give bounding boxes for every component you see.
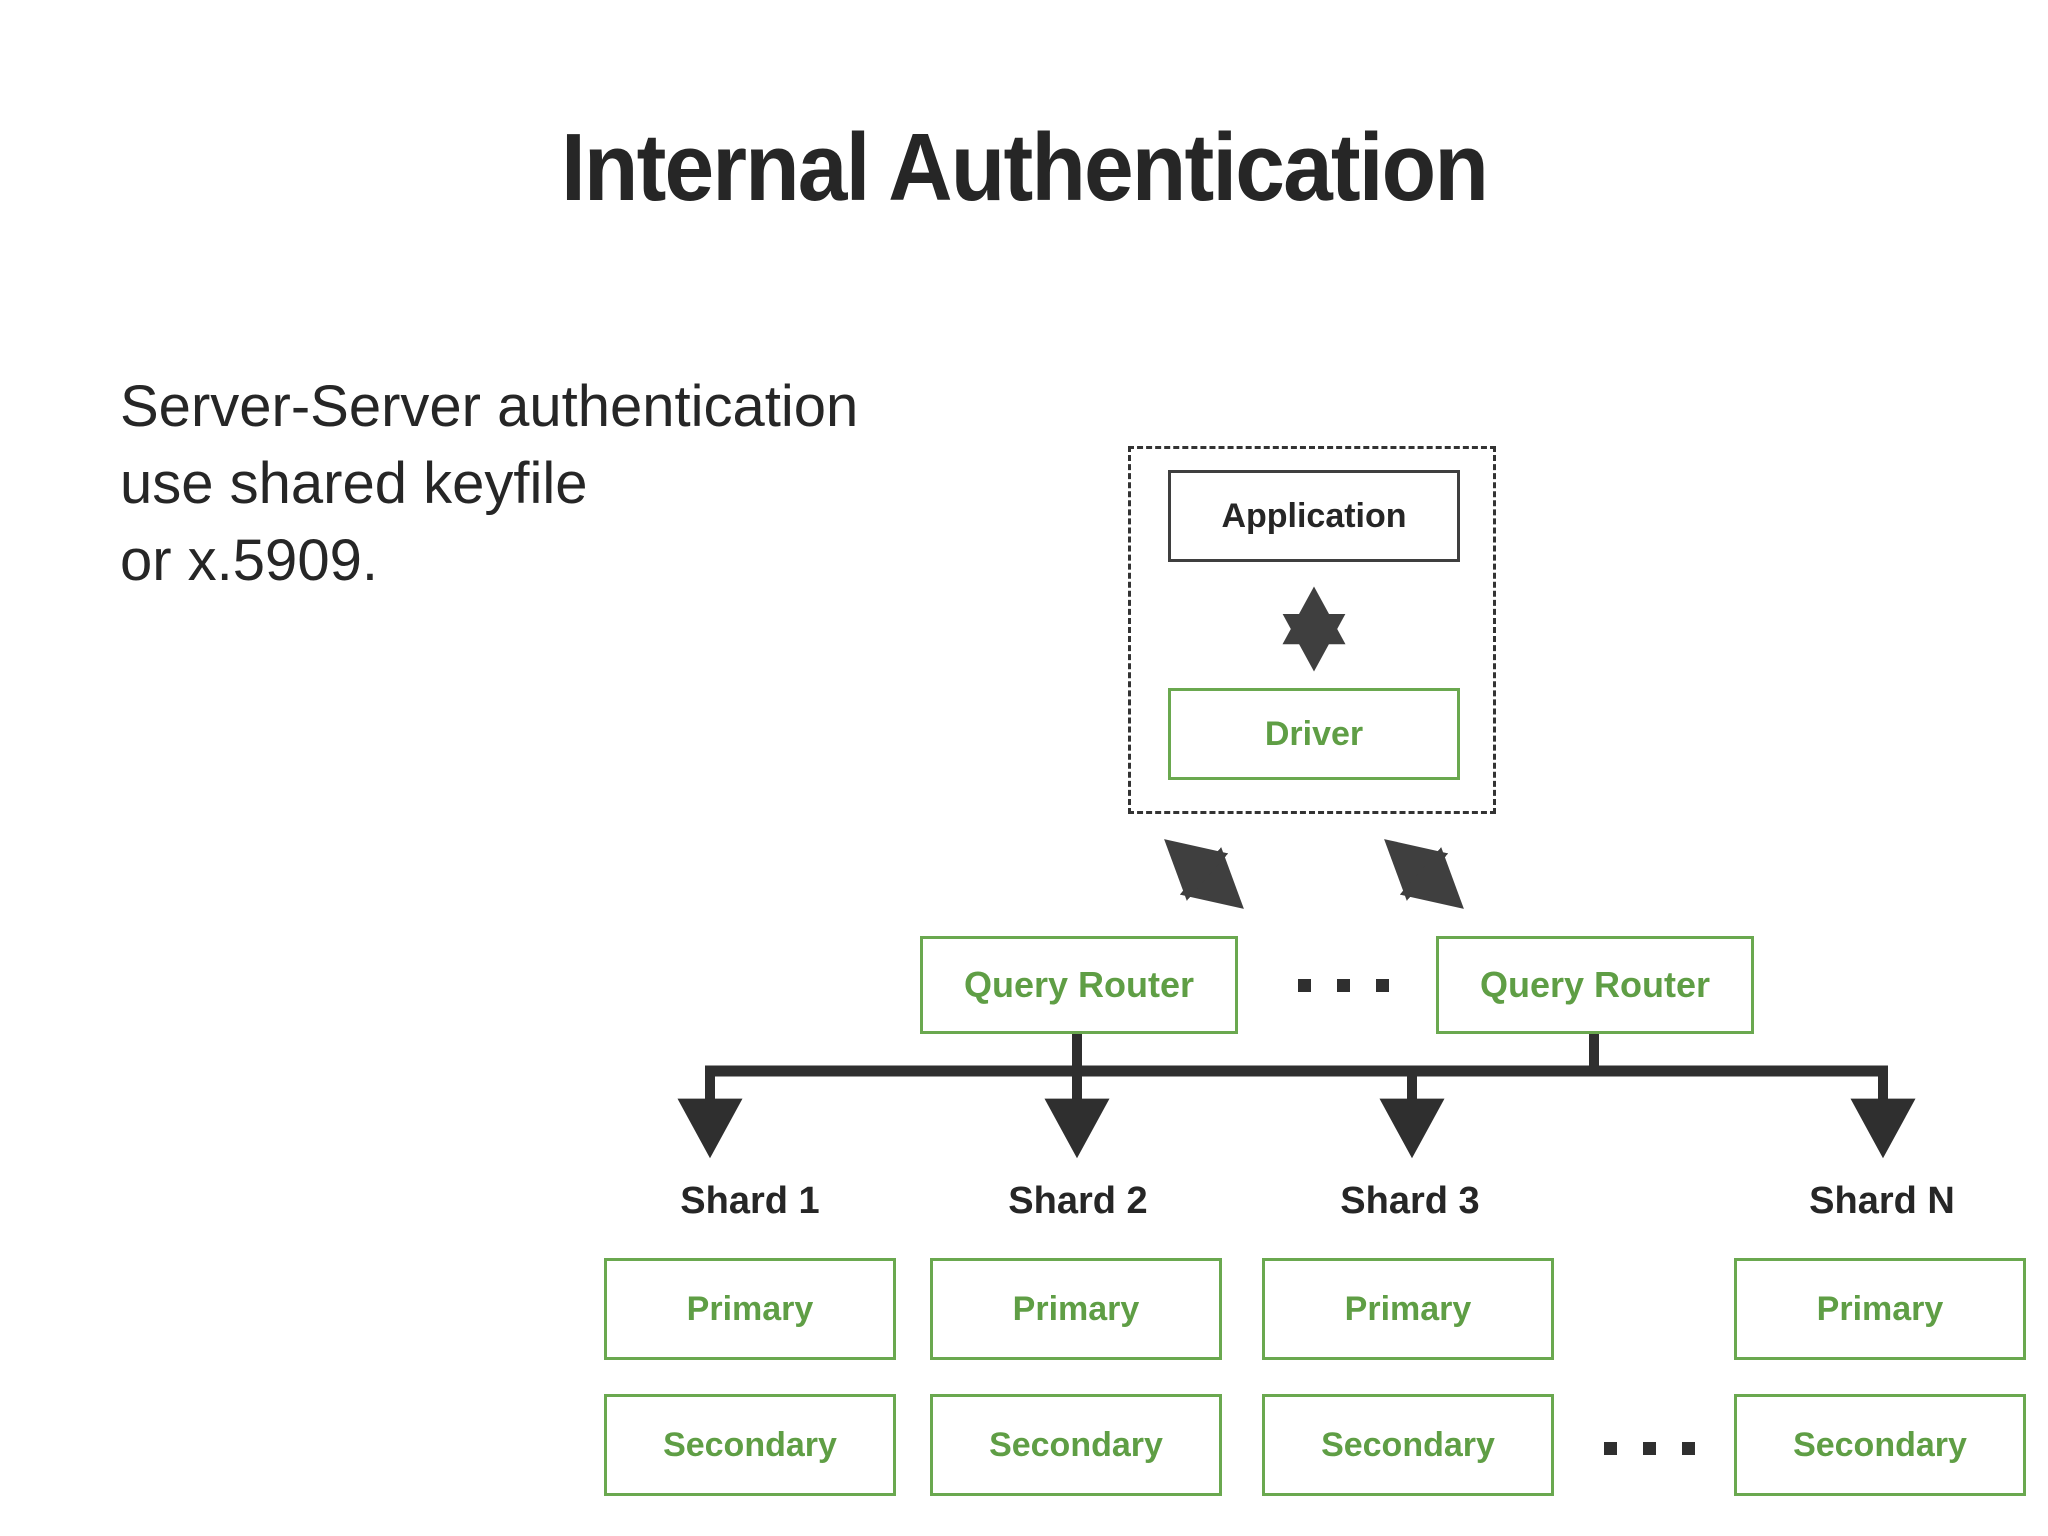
query-router-ellipsis <box>1298 979 1389 992</box>
node-shard-1-secondary[interactable]: Secondary <box>604 1394 896 1496</box>
body-text-line-1: Server-Server authentication <box>120 374 859 439</box>
body-text-line-2: use shared keyfile <box>120 451 588 517</box>
ellipsis-dot <box>1682 1442 1695 1455</box>
shard-label-1: Shard 1 <box>680 1180 820 1222</box>
node-driver[interactable]: Driver <box>1168 688 1460 780</box>
shard-label-3: Shard 3 <box>1340 1180 1480 1222</box>
client-application-group <box>1128 446 1496 814</box>
connector-driver-query-router-2 <box>1384 839 1464 909</box>
node-shard-3-primary[interactable]: Primary <box>1262 1258 1554 1360</box>
ellipsis-dot <box>1337 979 1350 992</box>
ellipsis-dot <box>1604 1442 1617 1455</box>
body-text-line-3: or x.5909. <box>120 528 378 594</box>
node-shard-2-secondary[interactable]: Secondary <box>930 1394 1222 1496</box>
page-title: Internal Authentication <box>560 114 1489 221</box>
node-query-router-1[interactable]: Query Router <box>920 936 1238 1034</box>
node-shard-3-secondary[interactable]: Secondary <box>1262 1394 1554 1496</box>
node-shard-n-secondary[interactable]: Secondary <box>1734 1394 2026 1496</box>
ellipsis-dot <box>1376 979 1389 992</box>
connector-driver-query-router-1 <box>1164 839 1244 909</box>
node-shard-n-primary[interactable]: Primary <box>1734 1258 2026 1360</box>
shard-label-2: Shard 2 <box>1008 1180 1148 1222</box>
node-shard-1-primary[interactable]: Primary <box>604 1258 896 1360</box>
node-query-router-2[interactable]: Query Router <box>1436 936 1754 1034</box>
shard-ellipsis <box>1604 1442 1695 1455</box>
node-application[interactable]: Application <box>1168 470 1460 562</box>
shard-label-4: Shard N <box>1809 1180 1955 1222</box>
ellipsis-dot <box>1298 979 1311 992</box>
body-text: Server-Server authentication use shared … <box>120 368 1020 599</box>
node-shard-2-primary[interactable]: Primary <box>930 1258 1222 1360</box>
ellipsis-dot <box>1643 1442 1656 1455</box>
